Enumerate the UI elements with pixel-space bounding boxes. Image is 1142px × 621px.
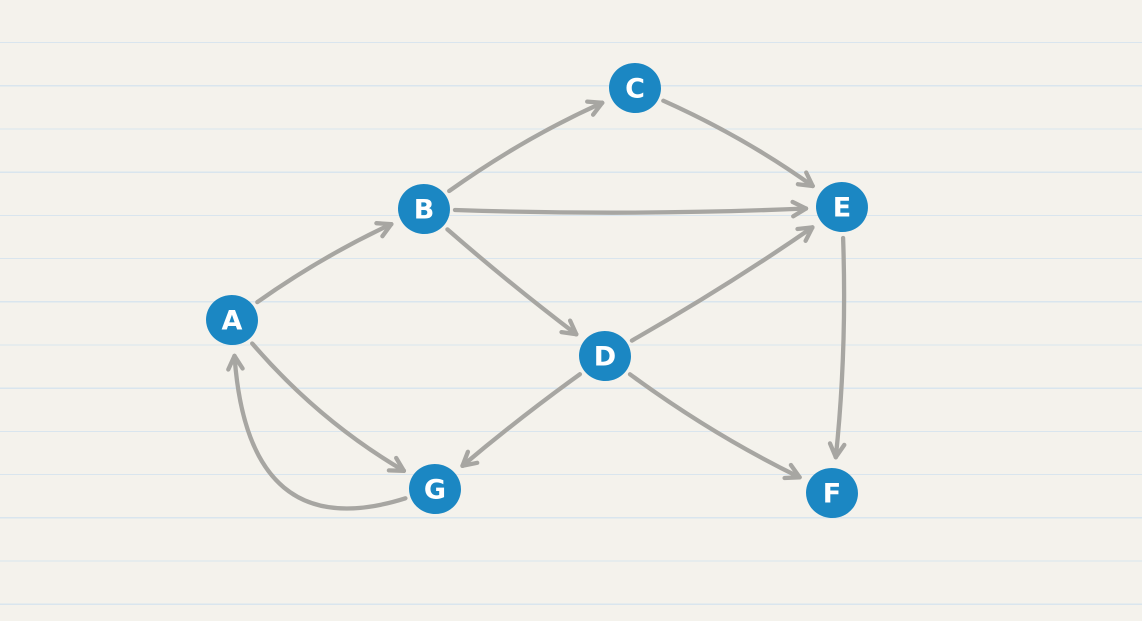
edge-line [627, 372, 802, 480]
node-label: E [833, 193, 851, 224]
node-A: A [206, 294, 258, 346]
arrowhead-stroke [827, 441, 838, 460]
edge-A-B [255, 221, 394, 305]
node-label: G [424, 475, 446, 506]
edge-B-E [452, 199, 809, 219]
node-label: B [414, 195, 435, 226]
node-circle [816, 181, 868, 233]
arrowhead-stroke [559, 329, 579, 337]
node-G: G [409, 463, 461, 515]
edge-line [460, 372, 583, 468]
edge-B-D [445, 227, 579, 337]
edge-line [255, 221, 394, 305]
edge-C-E [661, 98, 815, 189]
edge-B-C [447, 99, 605, 194]
edge-line [629, 225, 815, 343]
node-B: B [398, 183, 450, 235]
node-circle [409, 463, 461, 515]
arrowhead-stroke [232, 353, 245, 371]
edge-line [833, 235, 847, 460]
arrowhead-stroke [803, 225, 815, 243]
edge-line [445, 227, 579, 337]
node-E: E [816, 181, 868, 233]
edge-A-G [250, 341, 407, 473]
edge-D-E [629, 225, 815, 343]
node-circle [398, 183, 450, 235]
node-C: C [609, 62, 661, 114]
node-circle [609, 62, 661, 114]
node-D: D [579, 330, 631, 382]
node-F: F [806, 467, 858, 519]
arrowhead-stroke [590, 100, 605, 117]
node-label: F [823, 479, 841, 510]
node-circle [579, 330, 631, 382]
arrowhead-stroke [795, 182, 815, 189]
edge-line [250, 341, 407, 473]
arrowhead-stroke [791, 206, 809, 219]
edge-line [232, 353, 408, 511]
edge-line [661, 98, 815, 189]
edge-line [452, 206, 809, 215]
edge-line [447, 100, 605, 194]
node-label: A [222, 306, 243, 337]
node-circle [206, 294, 258, 346]
node-label: C [625, 74, 645, 105]
arrowhead-stroke [380, 221, 394, 239]
node-circle [806, 467, 858, 519]
edge-D-G [460, 372, 583, 468]
node-label: D [594, 342, 616, 373]
edge-D-F [627, 372, 802, 481]
arrowhead-stroke [460, 449, 471, 468]
edge-E-F [827, 235, 847, 460]
edge-G-A [226, 353, 408, 511]
arrowhead-stroke [782, 475, 802, 481]
